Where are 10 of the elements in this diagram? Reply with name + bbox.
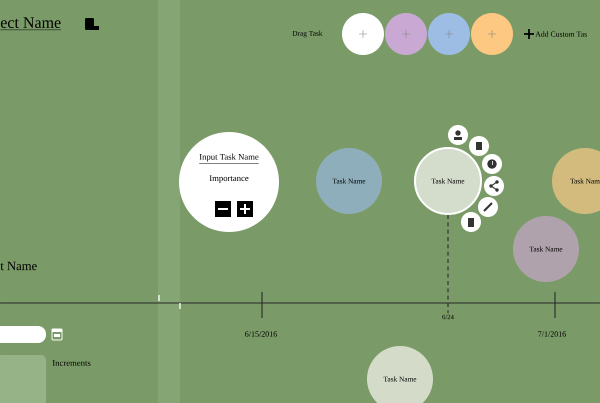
date-label: 7/1/2016 [538,331,566,337]
color-circle [428,13,470,55]
dashed-line [447,215,449,314]
color-circle [385,13,427,55]
date-label: 6/15/2016 [245,331,277,337]
panel-title: Increments [52,360,90,366]
name-text: t Name [0,262,37,270]
color-circle [342,13,384,55]
color-circle [471,13,513,55]
project-title: ect Name [0,17,62,30]
